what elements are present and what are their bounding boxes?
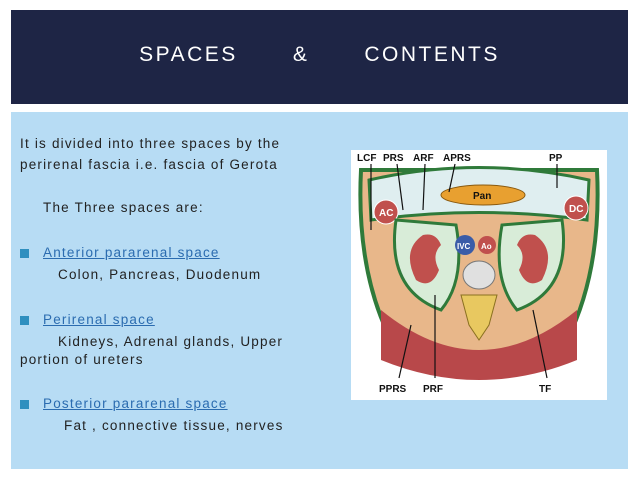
organ-label: Ao bbox=[481, 242, 492, 251]
organ-label: Pan bbox=[473, 191, 491, 202]
bullet-icon bbox=[20, 249, 29, 258]
slide-title: SPACES & CONTENTS bbox=[139, 43, 500, 66]
bullet-icon bbox=[20, 316, 29, 325]
anterior-contents: Colon, Pancreas, Duodenum bbox=[58, 267, 262, 282]
diagram-svg: Pan AC DC IVC Ao bbox=[357, 153, 600, 395]
label-lcf: LCF bbox=[357, 153, 376, 164]
retroperitoneum-diagram: Pan AC DC IVC Ao bbox=[351, 150, 607, 400]
vertebral-body bbox=[462, 260, 496, 290]
label-prs: PRS bbox=[383, 153, 404, 164]
organ-label: AC bbox=[379, 208, 393, 219]
bullet-icon bbox=[20, 400, 29, 409]
label-aprs: APRS bbox=[443, 153, 471, 164]
title-bar: SPACES & CONTENTS bbox=[11, 10, 628, 104]
label-pprs: PPRS bbox=[379, 384, 407, 395]
back-muscle bbox=[381, 310, 577, 380]
intro-line-2: perirenal fascia i.e. fascia of Gerota bbox=[20, 157, 278, 172]
vertebral-arch bbox=[460, 294, 498, 341]
leader-lines bbox=[370, 163, 558, 379]
content-panel: It is divided into three spaces by the p… bbox=[11, 112, 628, 469]
label-prf: PRF bbox=[423, 384, 443, 395]
perirenal-contents-line-2: portion of ureters bbox=[20, 352, 144, 367]
subheading: The Three spaces are: bbox=[43, 200, 204, 215]
anterior-pararenal-link[interactable]: Anterior pararenal space bbox=[43, 245, 220, 260]
posterior-contents: Fat , connective tissue, nerves bbox=[64, 418, 284, 433]
intro-line-1: It is divided into three spaces by the bbox=[20, 136, 281, 151]
posterior-pararenal-link[interactable]: Posterior pararenal space bbox=[43, 396, 228, 411]
left-kidney bbox=[409, 234, 441, 284]
perirenal-link[interactable]: Perirenal space bbox=[43, 312, 155, 327]
organ-label: DC bbox=[569, 204, 583, 215]
ivc bbox=[455, 235, 475, 255]
right-kidney bbox=[517, 234, 549, 284]
label-pp: PP bbox=[549, 153, 563, 164]
descending-colon bbox=[563, 195, 589, 221]
perirenal-contents-line-1: Kidneys, Adrenal glands, Upper bbox=[58, 334, 284, 349]
label-arf: ARF bbox=[413, 153, 434, 164]
ascending-colon bbox=[373, 199, 399, 225]
aorta bbox=[478, 236, 496, 254]
label-tf: TF bbox=[539, 384, 551, 395]
organ-label: IVC bbox=[457, 242, 471, 251]
pancreas bbox=[440, 184, 526, 206]
